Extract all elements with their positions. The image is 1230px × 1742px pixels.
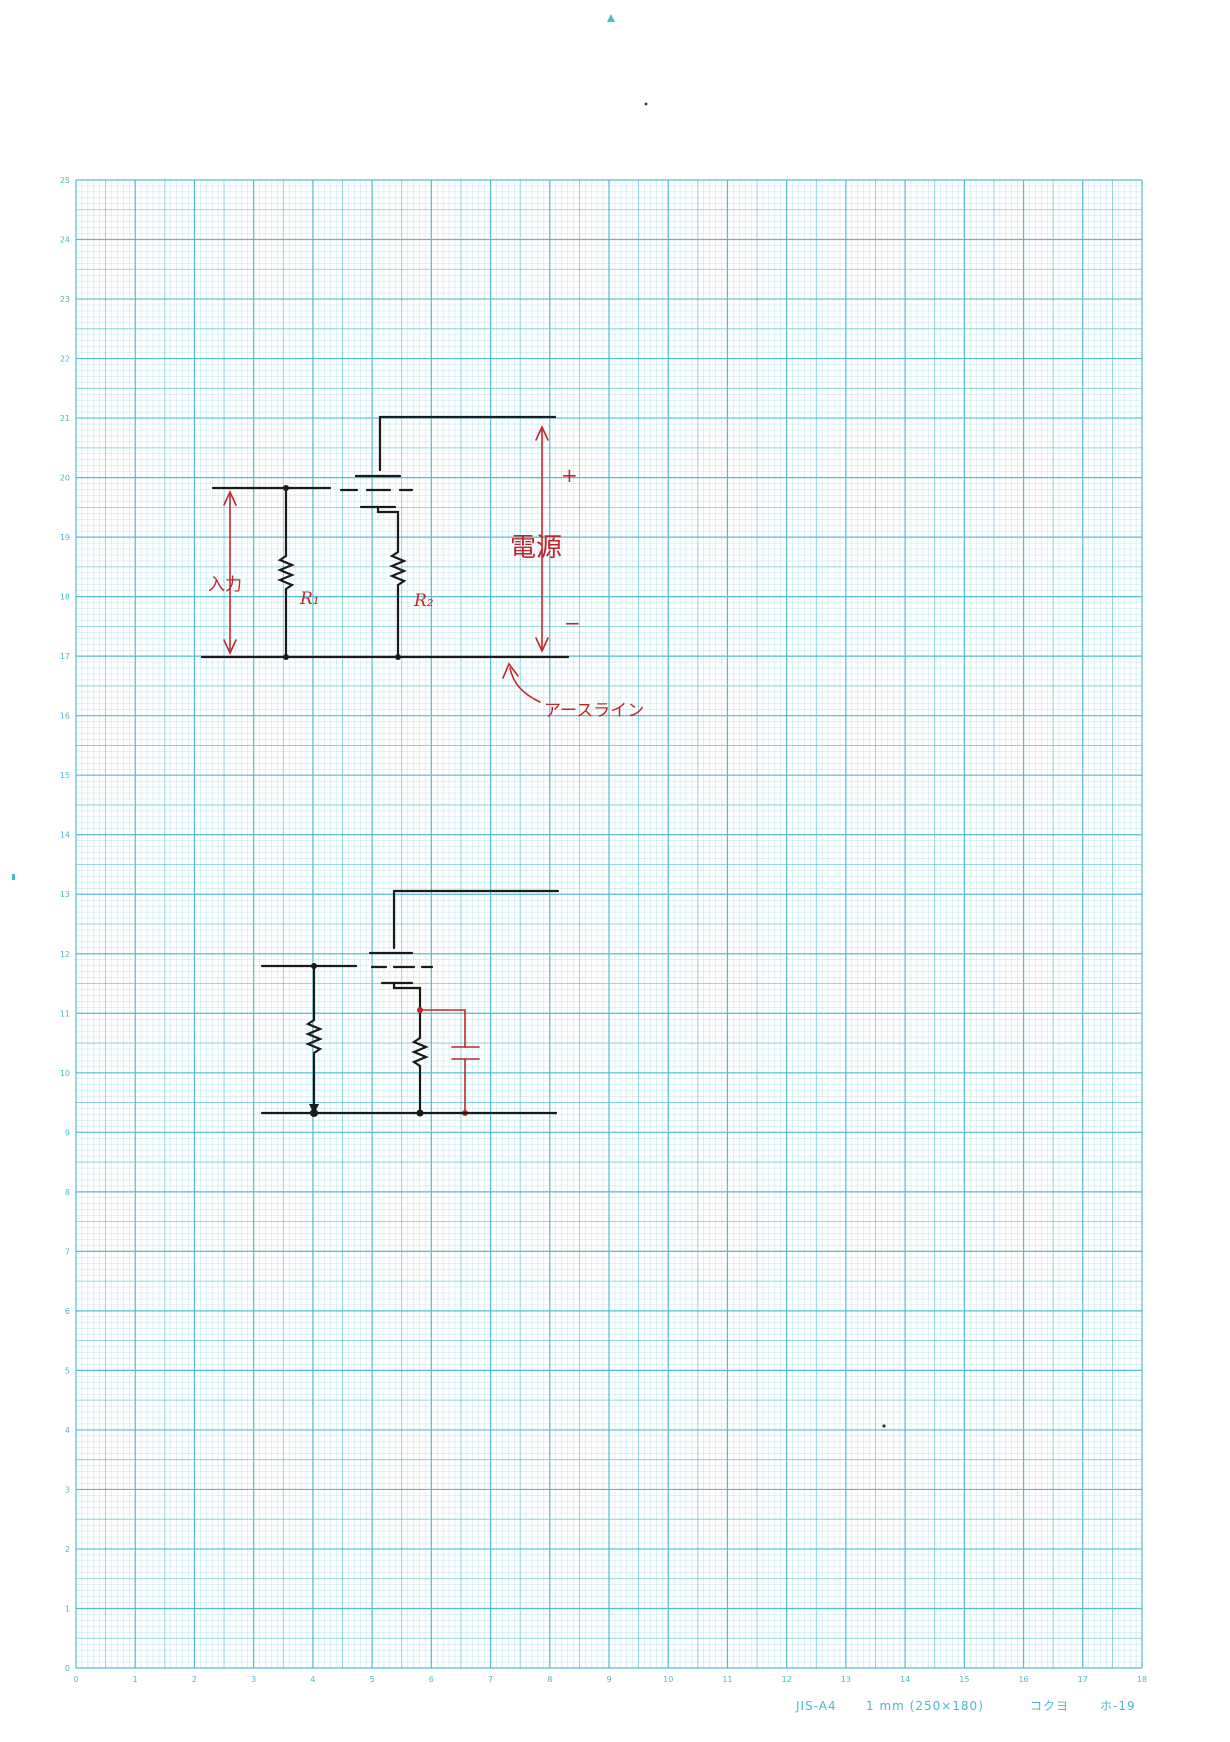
junction-dot xyxy=(417,1007,423,1013)
x-axis-label: 18 xyxy=(1137,1675,1147,1684)
x-axis-label: 17 xyxy=(1078,1675,1088,1684)
y-axis-label: 14 xyxy=(60,831,70,840)
x-axis-label: 15 xyxy=(959,1675,969,1684)
x-axis-label: 12 xyxy=(782,1675,792,1684)
ground-pointer-head xyxy=(502,662,519,679)
circuit-diagram-2 xyxy=(260,889,560,1117)
registration-mark-top xyxy=(607,14,615,22)
x-axis-label: 6 xyxy=(429,1675,434,1684)
y-axis-label: 16 xyxy=(60,712,70,721)
resistor-r1 xyxy=(277,554,295,591)
resistor-left xyxy=(305,1018,323,1055)
input-label: 入力 xyxy=(208,575,242,595)
y-axis-label: 4 xyxy=(65,1426,70,1435)
ground-label: アースライン xyxy=(544,701,644,721)
product-code: ホ-19 xyxy=(1100,1699,1136,1713)
x-axis-label: 4 xyxy=(310,1675,315,1684)
x-axis-label: 0 xyxy=(73,1675,78,1684)
y-axis-label: 11 xyxy=(60,1009,70,1018)
x-axis-label: 9 xyxy=(606,1675,611,1684)
y-axis-label: 5 xyxy=(65,1366,70,1375)
y-axis-label: 25 xyxy=(60,176,70,185)
resistor-right xyxy=(411,1036,429,1068)
x-axis-label: 3 xyxy=(251,1675,256,1684)
power-label: 電源 xyxy=(510,533,562,563)
supply-wire xyxy=(378,415,557,472)
circuit-diagram-1: 入力 R₁ R₂ 電源 + − アースライン xyxy=(200,415,644,721)
y-axis-label: 9 xyxy=(65,1128,70,1137)
ground-pointer-arrow xyxy=(509,667,541,703)
r2-wire xyxy=(376,505,400,554)
x-axis-label: 14 xyxy=(900,1675,910,1684)
y-axis-label: 17 xyxy=(60,652,70,661)
minus-label: − xyxy=(564,611,581,635)
junction-dot xyxy=(283,485,289,491)
arrow-up-head xyxy=(223,490,237,506)
x-axis-label: 13 xyxy=(841,1675,851,1684)
x-axis-label: 2 xyxy=(192,1675,197,1684)
arrow-down-head xyxy=(535,637,549,653)
y-axis-label: 22 xyxy=(60,355,70,364)
y-axis-label: 21 xyxy=(60,414,70,423)
y-axis-label: 23 xyxy=(60,295,70,304)
r-right-wire xyxy=(392,981,422,1040)
millimeter-grid xyxy=(75,179,1143,1669)
y-axis-label: 6 xyxy=(65,1307,70,1316)
grid-spec: 1 mm (250×180) xyxy=(866,1699,984,1713)
y-axis-label: 13 xyxy=(60,890,70,899)
speck-mark xyxy=(644,102,648,106)
arrow-down-head xyxy=(223,639,237,655)
y-axis-label: 10 xyxy=(60,1069,70,1078)
y-axis-label: 1 xyxy=(65,1604,70,1613)
y-axis-label: 0 xyxy=(65,1664,70,1673)
supply-wire xyxy=(392,889,560,950)
x-axis-label: 8 xyxy=(547,1675,552,1684)
y-axis-label: 3 xyxy=(65,1485,70,1494)
x-axis-label: 11 xyxy=(722,1675,732,1684)
y-axis-label: 19 xyxy=(60,533,70,542)
y-axis-label: 7 xyxy=(65,1247,70,1256)
y-axis-label: 8 xyxy=(65,1188,70,1197)
y-axis-label: 18 xyxy=(60,593,70,602)
r2-label: R₂ xyxy=(413,591,434,611)
x-axis-label: 1 xyxy=(133,1675,138,1684)
r1-label: R₁ xyxy=(299,589,320,609)
y-axis-label: 24 xyxy=(60,236,70,245)
footer: JIS-A4 1 mm (250×180) コクヨ ホ-19 xyxy=(795,1699,1136,1713)
x-axis-label: 16 xyxy=(1018,1675,1028,1684)
x-axis-label: 7 xyxy=(488,1675,493,1684)
x-axis-label: 5 xyxy=(370,1675,375,1684)
x-axis-label: 10 xyxy=(663,1675,673,1684)
plus-label: + xyxy=(561,463,578,487)
capacitor-wire xyxy=(419,1009,466,1048)
resistor-r2 xyxy=(389,550,407,587)
y-axis-label: 2 xyxy=(65,1545,70,1554)
paper-size: JIS-A4 xyxy=(795,1699,837,1713)
registration-mark-left xyxy=(12,874,15,880)
arrow-up-head xyxy=(535,425,549,441)
y-axis-label: 20 xyxy=(60,474,70,483)
junction-dot xyxy=(311,963,317,969)
brand-name: コクヨ xyxy=(1030,1699,1069,1713)
y-axis-labels: 0123456789101112131415161718192021222324… xyxy=(60,176,70,1673)
y-axis-label: 12 xyxy=(60,950,70,959)
speck-mark xyxy=(882,1424,886,1428)
y-axis-label: 15 xyxy=(60,771,70,780)
